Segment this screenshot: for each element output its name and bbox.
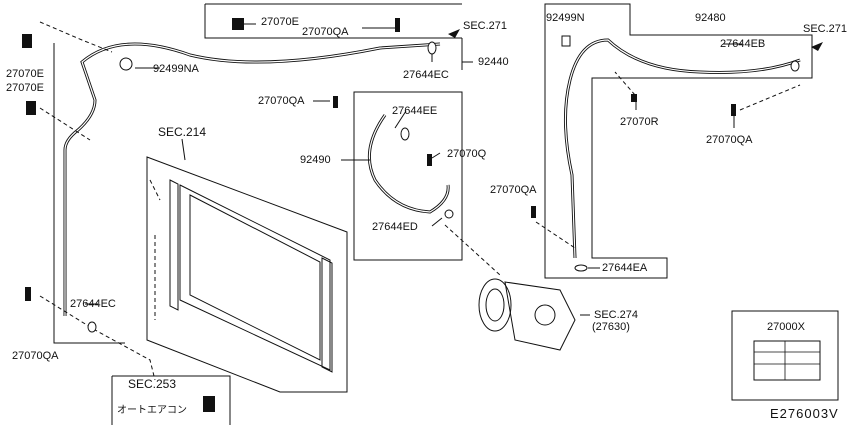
label-27070qa-mid: 27070QA bbox=[258, 95, 305, 107]
clamp-part bbox=[26, 101, 36, 115]
compressor bbox=[478, 278, 576, 351]
right-box bbox=[544, 3, 813, 279]
label-27644ec-bottom: 27644EC bbox=[70, 298, 116, 310]
label-27070r: 27070R bbox=[620, 116, 659, 128]
o-ring bbox=[790, 60, 800, 72]
condenser bbox=[169, 179, 333, 373]
label-27644ee: 27644EE bbox=[392, 105, 438, 117]
label-27070e-top: 27070E bbox=[261, 16, 299, 28]
label-27070q: 27070Q bbox=[447, 148, 487, 160]
diagram-code: E276003V bbox=[770, 406, 839, 421]
bolt-part bbox=[531, 206, 536, 218]
label-sec274: SEC.274 bbox=[594, 309, 639, 321]
label-sec274-sub: (27630) bbox=[592, 321, 630, 333]
o-ring bbox=[87, 321, 97, 333]
o-ring bbox=[444, 209, 454, 219]
bolt-part bbox=[395, 18, 400, 32]
bolt-part bbox=[25, 287, 31, 301]
label-92440: 92440 bbox=[478, 56, 509, 68]
plug-92499na bbox=[119, 57, 133, 71]
bolt-part bbox=[427, 154, 432, 166]
clamp-part bbox=[232, 18, 244, 30]
pipe-left bbox=[63, 42, 441, 316]
box-top-line bbox=[204, 4, 462, 39]
label-sec271-right: SEC.271 bbox=[803, 23, 848, 35]
label-92480: 92480 bbox=[695, 12, 726, 24]
sec253-box bbox=[112, 375, 231, 425]
radiator-box bbox=[146, 156, 348, 393]
label-27000x: 27000X bbox=[767, 321, 805, 333]
label-plate bbox=[753, 340, 821, 381]
label-27070qa-top: 27070QA bbox=[302, 26, 349, 38]
plug-92499n bbox=[561, 35, 571, 47]
pipe-middle bbox=[367, 114, 450, 214]
bolt-part bbox=[333, 96, 338, 108]
label-92490: 92490 bbox=[300, 154, 331, 166]
label-92499n: 92499N bbox=[546, 12, 585, 24]
label-27070e-left2: 27070E bbox=[6, 82, 44, 94]
label-27644ed: 27644ED bbox=[372, 221, 418, 233]
o-ring bbox=[427, 41, 437, 55]
hose-box bbox=[353, 91, 463, 261]
arrow-icon bbox=[448, 29, 460, 38]
label-27070qa-bottom: 27070QA bbox=[12, 350, 59, 362]
label-sec253: SEC.253 bbox=[128, 377, 177, 391]
bolt-part bbox=[631, 94, 637, 102]
part-27000x-box bbox=[731, 310, 839, 401]
label-sec271-left: SEC.271 bbox=[463, 20, 508, 32]
box-left-line bbox=[53, 43, 125, 344]
label-27644ec-top: 27644EC bbox=[403, 69, 449, 81]
label-27644ea: 27644EA bbox=[602, 262, 648, 274]
label-sec214: SEC.214 bbox=[158, 125, 207, 139]
arrow-icon bbox=[811, 42, 823, 51]
label-27644eb: 27644EB bbox=[720, 38, 766, 50]
label-27070qa-comp: 27070QA bbox=[490, 184, 537, 196]
bolt-part bbox=[731, 104, 736, 116]
label-27070qa-right: 27070QA bbox=[706, 134, 753, 146]
sensor-part bbox=[203, 396, 215, 412]
label-27070e-left1: 27070E bbox=[6, 68, 44, 80]
clamp-part bbox=[22, 34, 32, 48]
o-ring bbox=[400, 127, 410, 141]
label-92499na: 92499NA bbox=[153, 63, 199, 75]
o-ring bbox=[574, 264, 588, 272]
label-auto-aircon: オートエアコン bbox=[117, 405, 187, 416]
pipe-right bbox=[564, 38, 801, 259]
